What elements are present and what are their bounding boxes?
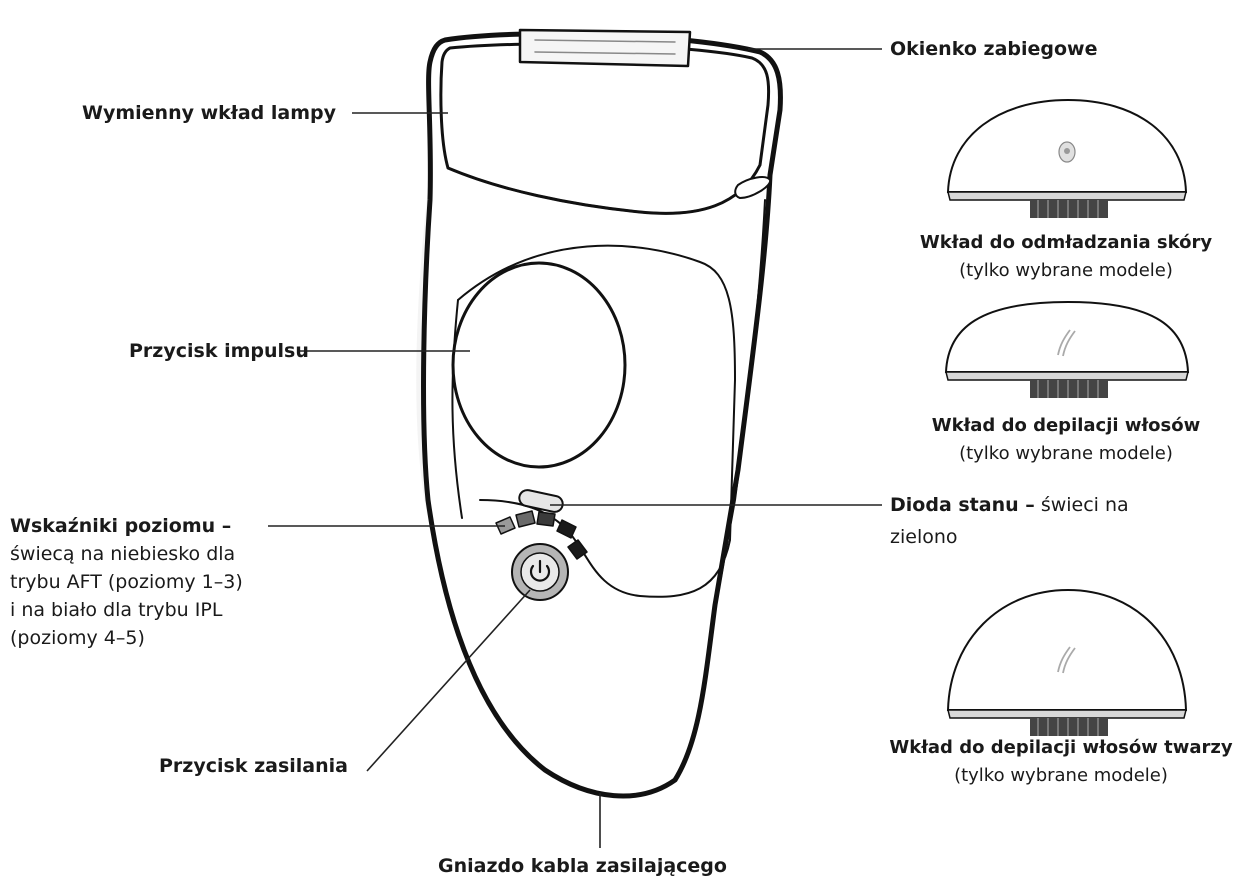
attachment-hair — [944, 300, 1190, 398]
caption-attachment-skin: Wkład do odmładzania skóry (tylko wybran… — [896, 229, 1236, 285]
attachment-title: Wkład do odmładzania skóry — [919, 232, 1213, 253]
attachment-facial-hair — [946, 588, 1188, 736]
attachment-note: (tylko wybrane modele) — [954, 765, 1168, 786]
label-dioda-stanu: Dioda stanu – świeci na zielono — [890, 491, 1129, 551]
dioda-title: Dioda stanu – — [890, 494, 1035, 516]
power-button — [511, 543, 569, 601]
leader-lines — [268, 48, 882, 848]
dioda-line-2: zielono — [890, 526, 958, 548]
treatment-window — [518, 28, 692, 68]
leader-przycisk-zasilania — [366, 589, 531, 772]
power-icon — [529, 559, 551, 582]
pulse-button — [451, 261, 627, 469]
hair-icon — [1057, 646, 1076, 674]
wskazniki-line-1: świecą na niebiesko dla — [10, 543, 236, 565]
caption-attachment-facial: Wkład do depilacji włosów twarzy (tylko … — [886, 734, 1236, 790]
label-wskazniki-poziomu: Wskaźniki poziomu – świecą na niebiesko … — [10, 512, 243, 652]
attachment-note: (tylko wybrane modele) — [959, 443, 1173, 464]
level-indicators — [495, 510, 588, 560]
caption-attachment-hair: Wkład do depilacji włosów (tylko wybrane… — [896, 412, 1236, 468]
wskazniki-line-4: (poziomy 4–5) — [10, 627, 145, 649]
wskazniki-title: Wskaźniki poziomu – — [10, 515, 232, 537]
wskazniki-line-2: trybu AFT (poziomy 1–3) — [10, 571, 243, 593]
attachment-note: (tylko wybrane modele) — [959, 260, 1173, 281]
label-okienko-zabiegowe: Okienko zabiegowe — [890, 38, 1098, 60]
hair-icon — [1057, 329, 1076, 357]
attachment-skin — [946, 98, 1188, 218]
skin-rejuvenation-icon — [1058, 141, 1076, 163]
label-przycisk-impulsu: Przycisk impulsu — [129, 340, 309, 362]
dioda-line-1: świeci na — [1040, 494, 1129, 516]
label-gniazdo-kabla: Gniazdo kabla zasilającego — [438, 855, 727, 877]
wskazniki-line-3: i na biało dla trybu IPL — [10, 599, 223, 621]
label-przycisk-zasilania: Przycisk zasilania — [159, 755, 348, 777]
attachment-title: Wkład do depilacji włosów — [931, 415, 1201, 436]
label-wymienny-wklad-lampy: Wymienny wkład lampy — [82, 102, 336, 124]
ipl-device — [416, 28, 783, 799]
attachment-title: Wkład do depilacji włosów twarzy — [889, 737, 1233, 758]
